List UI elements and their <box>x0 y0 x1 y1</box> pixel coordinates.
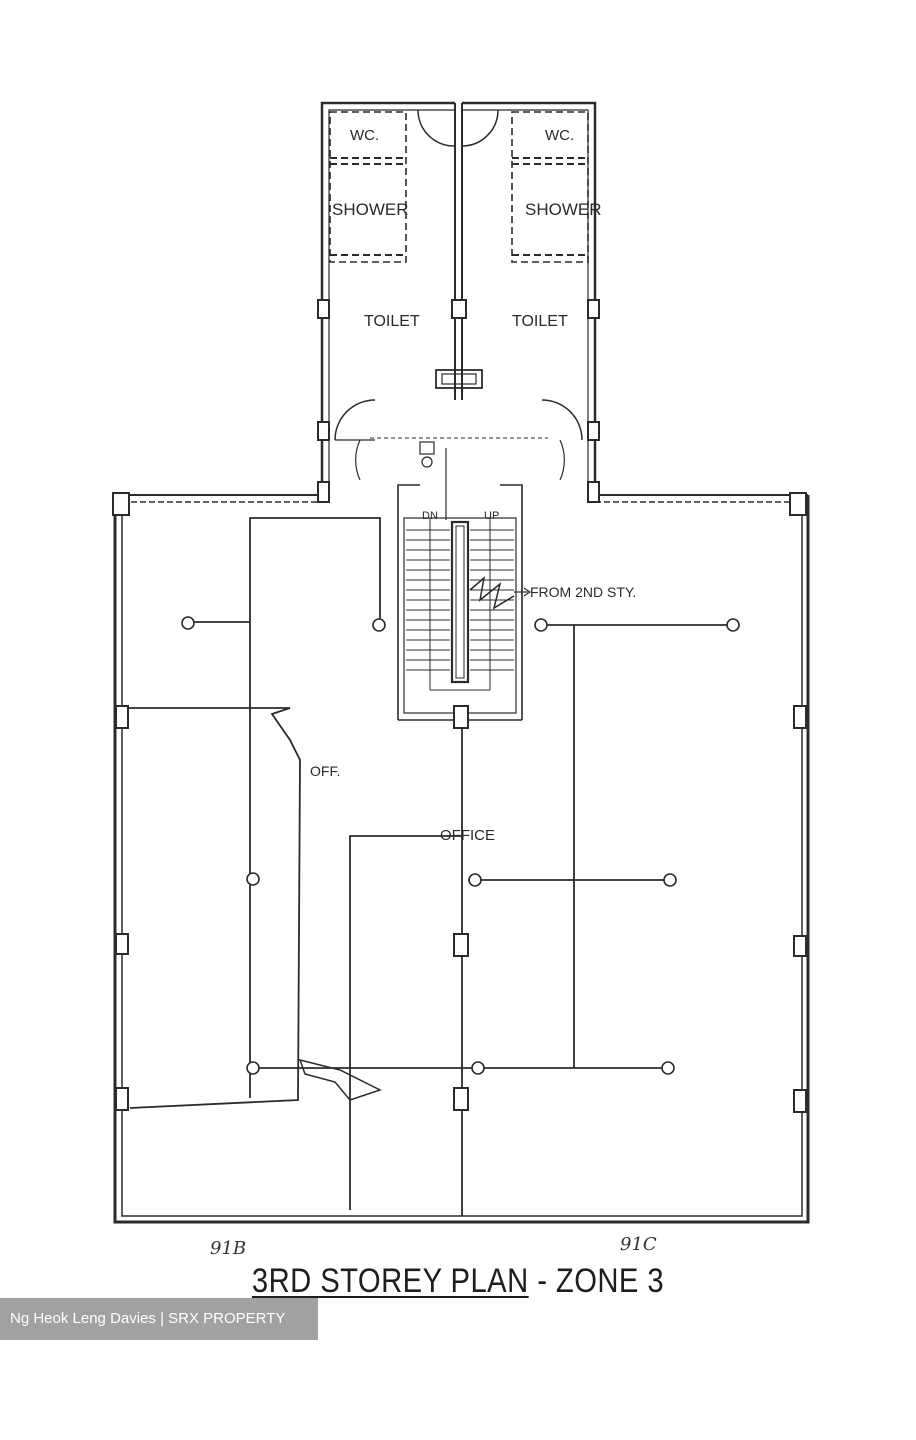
shower-right-label: SHOWER <box>525 200 602 219</box>
interior-partitions <box>122 517 736 1216</box>
office-label: OFFICE <box>440 827 495 844</box>
stair-from-label: FROM 2ND STY. <box>530 584 636 600</box>
toilet-block <box>320 101 597 495</box>
light-points <box>181 616 740 1075</box>
plan-title-storey: 3RD STOREY PLAN <box>251 1262 529 1300</box>
shower-left-label: SHOWER <box>332 200 409 219</box>
unit-91b-label: 91B <box>210 1238 246 1259</box>
toilet-left-label: TOILET <box>364 313 420 330</box>
wc-right-label: WC. <box>545 127 574 144</box>
stair-up-label: UP <box>484 510 499 522</box>
unit-91c-label: 91C <box>620 1234 657 1255</box>
plan-title-zone: ZONE 3 <box>555 1262 665 1300</box>
stair-down-label: DN <box>422 510 438 522</box>
toilet-right-label: TOILET <box>512 313 568 330</box>
outer-wall <box>113 494 810 1224</box>
staircase <box>397 441 532 721</box>
plan-title: 3RD STOREY PLAN - ZONE 3 <box>64 1262 852 1301</box>
plan-title-sep: - <box>528 1262 556 1300</box>
wc-left-label: WC. <box>350 127 379 144</box>
columns <box>112 299 807 1113</box>
agent-watermark: Ng Heok Leng Davies | SRX PROPERTY <box>0 1298 318 1340</box>
off-label: OFF. <box>310 763 340 779</box>
